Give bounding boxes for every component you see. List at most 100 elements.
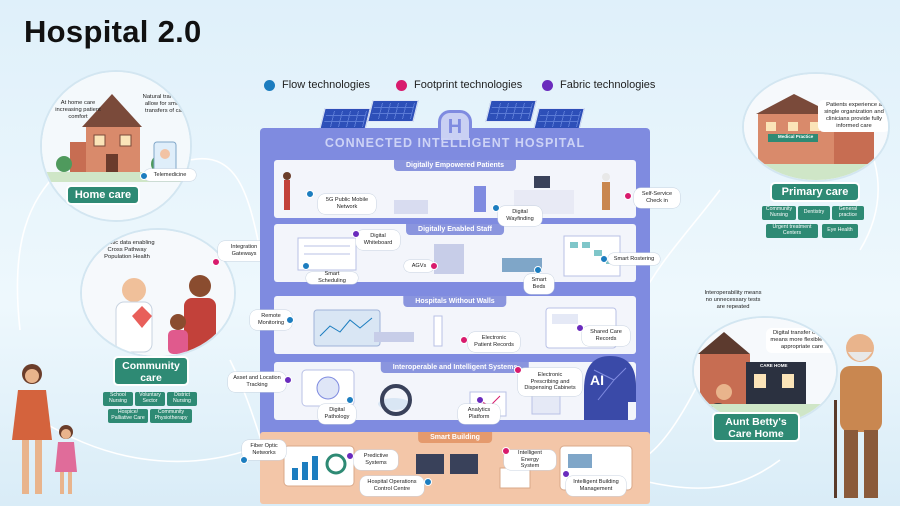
hospital-name: CONNECTED INTELLIGENT HOSPITAL bbox=[324, 136, 586, 150]
floor-title: Smart Building bbox=[418, 432, 492, 443]
tag-physiotherapy: Community Physiotherapy bbox=[150, 409, 192, 423]
label-fibre: Fiber Optic Networks bbox=[242, 440, 286, 460]
tag-general-practice: General practice bbox=[832, 206, 864, 220]
tag-voluntary-sector: Voluntary Sector bbox=[135, 392, 165, 406]
label-asset-tracking: Asset and Location Tracking bbox=[228, 372, 286, 392]
primary-care-button[interactable]: Primary care bbox=[770, 182, 860, 202]
legend-flow: Flow technologies bbox=[264, 79, 370, 91]
community-note: Holistic data enabling Cross Pathway Pop… bbox=[99, 240, 155, 260]
label-shared-records: Shared Care Records bbox=[582, 326, 630, 346]
telemedicine-label: Telemedicine bbox=[144, 169, 196, 181]
ai-label: AI bbox=[590, 372, 604, 388]
label-smart-beds: Smart Beds bbox=[524, 274, 554, 294]
hospital-sign-h: H bbox=[438, 110, 472, 140]
legend-footprint: Footprint technologies bbox=[396, 79, 522, 91]
label-epr: Electronic Patient Records bbox=[468, 332, 520, 352]
care-home-circle: CARE HOME Digital transfer of Care means… bbox=[692, 316, 838, 426]
marker-5g bbox=[306, 190, 314, 198]
page-title: Hospital 2.0 bbox=[24, 14, 202, 49]
marker-predictive bbox=[346, 452, 354, 460]
tag-urgent-treatment: Urgent treatment Centers bbox=[766, 224, 818, 238]
label-wayfinding: Digital Wayfinding bbox=[498, 206, 542, 226]
medical-practice-illustration bbox=[744, 74, 888, 180]
marker-pathology bbox=[346, 396, 354, 404]
tag-school-nursing: School Nursing bbox=[103, 392, 133, 406]
care-home-sign: CARE HOME bbox=[760, 363, 788, 368]
floor-without-walls: Hospitals Without Walls bbox=[274, 296, 636, 354]
label-pathology: Digital Pathology bbox=[318, 404, 356, 424]
label-agvs: AGVs bbox=[404, 260, 434, 272]
marker-scheduling bbox=[302, 262, 310, 270]
home-note-right: Natural transitions allow for smooth tra… bbox=[142, 94, 190, 114]
integration-label: Integration Gateways bbox=[218, 241, 270, 261]
label-analytics: Analytics Platform bbox=[458, 404, 500, 424]
marker-checkin bbox=[624, 192, 632, 200]
community-care-button[interactable]: Community care bbox=[113, 356, 189, 386]
solar-panel bbox=[319, 108, 371, 130]
primary-care-circle: Medical Practice Patients experience a s… bbox=[742, 72, 890, 182]
tag-eye-health: Eye Health bbox=[822, 224, 858, 238]
marker-rostering bbox=[600, 255, 608, 263]
marker-energy bbox=[502, 447, 510, 455]
home-care-button[interactable]: Home care bbox=[66, 185, 140, 205]
solar-panel bbox=[485, 100, 537, 122]
tag-community-nursing: Community Nursing bbox=[762, 206, 796, 220]
marker-remote bbox=[286, 316, 294, 324]
floor-title: Digitally Empowered Patients bbox=[393, 160, 517, 171]
tag-dentistry: Dentistry bbox=[798, 206, 830, 220]
floor-title: Hospitals Without Walls bbox=[403, 296, 507, 307]
home-note-left: At home care increasing patient comfort bbox=[55, 100, 101, 120]
label-predictive: Predictive Systems bbox=[354, 450, 398, 470]
care-home-button[interactable]: Aunt Betty's Care Home bbox=[712, 412, 800, 442]
care-home-note-mid: Digital transfer of Care means more flex… bbox=[766, 328, 836, 353]
label-remote-monitoring: Remote Monitoring bbox=[250, 310, 292, 330]
marker-epr bbox=[460, 336, 468, 344]
legend-footprint-label: Footprint technologies bbox=[414, 79, 523, 91]
label-hocc: Hospital Operations Control Centre bbox=[360, 476, 424, 496]
floor-title: Interoperable and Intelligent Systems bbox=[380, 362, 530, 373]
label-5g-network: 5G Public Mobile Network bbox=[318, 194, 376, 214]
care-home-title: Aunt Betty's Care Home bbox=[725, 416, 787, 441]
floor-title: Digitally Enabled Staff bbox=[406, 224, 504, 235]
marker-analytics bbox=[476, 396, 484, 404]
telemedicine-marker bbox=[140, 172, 148, 180]
fabric-dot-icon bbox=[542, 79, 553, 91]
marker-fibre bbox=[240, 456, 248, 464]
label-ibm: Intelligent Building Management bbox=[566, 476, 626, 496]
tag-district-nursing: District Nursing bbox=[167, 392, 197, 406]
community-care-title: Community care bbox=[122, 360, 180, 385]
practice-sign: Medical Practice bbox=[778, 134, 814, 139]
solar-panel bbox=[533, 108, 585, 130]
label-eprescribing: Electronic Prescribing and Dispensing Ca… bbox=[518, 368, 582, 396]
integration-marker bbox=[212, 258, 220, 266]
marker-beds bbox=[534, 266, 542, 274]
label-energy: Intelligent Energy System bbox=[504, 450, 556, 470]
label-rostering: Smart Rostering bbox=[608, 253, 660, 265]
marker-agvs bbox=[430, 262, 438, 270]
primary-note: Patients experience a single organizatio… bbox=[818, 100, 888, 132]
marker-shared bbox=[576, 324, 584, 332]
flow-dot-icon bbox=[264, 79, 275, 91]
marker-whiteboard bbox=[352, 230, 360, 238]
footprint-dot-icon bbox=[396, 79, 407, 91]
legend-fabric-label: Fabric technologies bbox=[560, 79, 656, 91]
legend-flow-label: Flow technologies bbox=[282, 79, 371, 91]
elderly-man-illustration bbox=[834, 334, 882, 498]
community-care-circle: Holistic data enabling Cross Pathway Pop… bbox=[80, 228, 236, 358]
patients-floor-scene bbox=[283, 172, 610, 214]
label-self-checkin: Self-Service Check in bbox=[634, 188, 680, 208]
solar-panel bbox=[367, 100, 419, 122]
tag-hospice: Hospice/ Palliative Care bbox=[108, 409, 148, 423]
family-illustration bbox=[12, 364, 77, 494]
label-whiteboard: Digital Whiteboard bbox=[356, 230, 400, 250]
ai-head-icon bbox=[584, 356, 636, 420]
marker-asset bbox=[284, 376, 292, 384]
marker-wayfinding bbox=[492, 204, 500, 212]
legend-fabric: Fabric technologies bbox=[542, 79, 655, 91]
marker-eprescribing bbox=[514, 366, 522, 374]
care-home-note-top: Interoperability means no unnecessary te… bbox=[704, 290, 762, 310]
label-scheduling: Smart Scheduling bbox=[306, 271, 358, 284]
marker-ibm bbox=[562, 470, 570, 478]
clinician-illustration bbox=[82, 230, 234, 356]
